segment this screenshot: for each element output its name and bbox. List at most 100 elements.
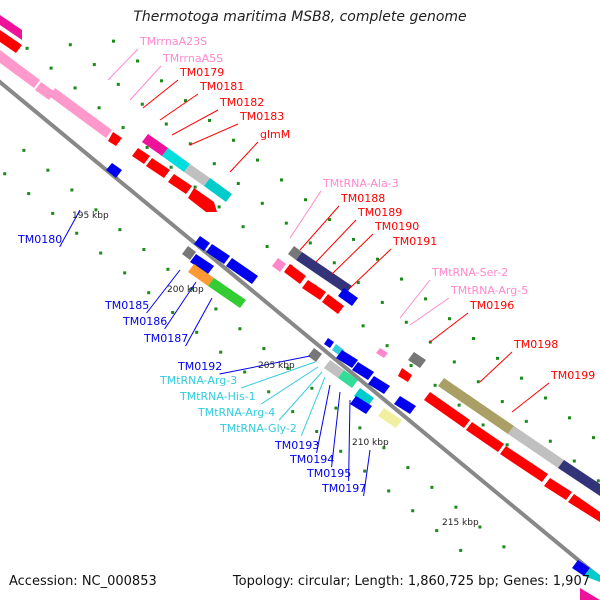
gene-label[interactable]: TM0189 xyxy=(357,206,402,219)
gene-label[interactable]: glmM xyxy=(260,128,290,141)
gene-label[interactable]: TM0183 xyxy=(239,110,284,123)
rrna-feature[interactable] xyxy=(0,30,22,53)
gene-block[interactable] xyxy=(142,134,168,156)
gene-arrow[interactable] xyxy=(146,158,170,178)
gene-arrow[interactable] xyxy=(338,288,358,306)
gene-label[interactable]: TM0192 xyxy=(177,360,222,373)
gene-block[interactable] xyxy=(324,360,344,378)
gene-arrow[interactable] xyxy=(336,350,358,368)
gene-block[interactable] xyxy=(204,178,232,202)
rrna-feature[interactable] xyxy=(0,15,22,40)
gene-block[interactable] xyxy=(182,246,196,260)
gene-arrow[interactable] xyxy=(188,188,217,212)
feature-cluster-rrna xyxy=(0,15,122,146)
gene-arrow[interactable] xyxy=(206,244,230,264)
tick-mark xyxy=(352,237,355,241)
gene-arrow[interactable] xyxy=(394,396,416,414)
gene-arrow[interactable] xyxy=(106,163,122,178)
gene-arrow[interactable] xyxy=(194,236,210,251)
gene-arrow[interactable] xyxy=(226,258,258,284)
gene-label[interactable]: TM0191 xyxy=(392,235,437,248)
gene-label[interactable]: TMtRNA-Arg-4 xyxy=(197,406,275,419)
gene-arrow[interactable] xyxy=(368,376,390,394)
gene-label[interactable]: TMrrnaA23S xyxy=(139,35,207,48)
gene-label[interactable]: TM0198 xyxy=(513,338,558,351)
gene-label[interactable]: TMtRNA-Ser-2 xyxy=(431,266,508,279)
gene-block[interactable] xyxy=(378,408,402,428)
gene-label[interactable]: TMtRNA-Ala-3 xyxy=(322,177,399,190)
tick-mark xyxy=(171,311,175,315)
rrna-feature[interactable] xyxy=(49,88,112,138)
gene-block[interactable] xyxy=(558,460,600,496)
gene-block[interactable] xyxy=(580,588,600,600)
gene-arrow[interactable] xyxy=(132,148,150,164)
gene-block[interactable] xyxy=(208,278,246,308)
gene-label[interactable]: TM0180 xyxy=(17,233,62,246)
gene-block[interactable] xyxy=(308,348,322,362)
gene-block[interactable] xyxy=(162,148,190,172)
gene-label[interactable]: TM0186 xyxy=(122,315,167,328)
gene-label[interactable]: TMtRNA-His-1 xyxy=(179,390,256,403)
gene-arrow[interactable] xyxy=(168,174,192,194)
gene-block[interactable] xyxy=(572,560,590,576)
gene-block[interactable] xyxy=(338,370,358,388)
gene-arrow[interactable] xyxy=(108,132,122,146)
callout-line xyxy=(429,312,469,343)
gene-block[interactable] xyxy=(408,352,426,368)
rrna-feature[interactable] xyxy=(0,50,40,88)
gene-block[interactable] xyxy=(296,252,352,294)
gene-arrow[interactable] xyxy=(272,258,286,272)
callout-line xyxy=(479,351,513,383)
callout-line xyxy=(159,93,199,121)
tick-mark xyxy=(166,267,170,271)
tick-mark xyxy=(572,459,576,463)
feature-cluster-tm0179 xyxy=(132,134,232,212)
gene-label[interactable]: TM0194 xyxy=(289,453,334,466)
rrna-feature[interactable] xyxy=(35,82,55,100)
gene-arrow[interactable] xyxy=(324,338,334,348)
gene-arrow[interactable] xyxy=(500,446,548,482)
gene-arrow[interactable] xyxy=(352,362,374,380)
gene-arrow[interactable] xyxy=(302,280,326,300)
tick-mark xyxy=(212,162,216,166)
gene-label[interactable]: TMtRNA-Gly-2 xyxy=(219,422,297,435)
gene-label[interactable]: TM0195 xyxy=(306,467,351,480)
gene-arrow[interactable] xyxy=(190,254,214,274)
gene-block[interactable] xyxy=(184,164,210,186)
accession-label: Accession: NC_000853 xyxy=(9,574,157,589)
gene-block[interactable] xyxy=(188,264,214,286)
gene-label[interactable]: TM0196 xyxy=(469,299,514,312)
gene-labels: TMrrnaA23STMrrnaA5STM0179TM0181TM0182TM0… xyxy=(17,35,595,495)
gene-block[interactable] xyxy=(288,246,302,260)
gene-arrow[interactable] xyxy=(466,422,504,452)
gene-label[interactable]: TM0187 xyxy=(143,332,188,345)
gene-label[interactable]: TM0190 xyxy=(374,220,419,233)
gene-label[interactable]: TM0179 xyxy=(179,66,224,79)
callout-line xyxy=(349,248,392,289)
gene-arrow[interactable] xyxy=(376,348,388,358)
gene-label[interactable]: TM0188 xyxy=(340,192,385,205)
gene-block[interactable] xyxy=(584,568,600,582)
gene-arrow[interactable] xyxy=(568,494,600,522)
gene-arrow[interactable] xyxy=(350,396,372,414)
gene-label[interactable]: TM0197 xyxy=(321,482,366,495)
gene-label[interactable]: TM0185 xyxy=(104,299,149,312)
gene-arrow[interactable] xyxy=(322,294,344,314)
gene-label[interactable]: TM0181 xyxy=(199,80,244,93)
gene-label[interactable]: TMrrnaA5S xyxy=(162,52,223,65)
gene-label[interactable]: TM0182 xyxy=(219,96,264,109)
gene-label[interactable]: TMtRNA-Arg-5 xyxy=(450,284,528,297)
gene-block[interactable] xyxy=(438,378,514,434)
gene-arrow[interactable] xyxy=(544,478,572,500)
gene-label[interactable]: TM0199 xyxy=(550,369,595,382)
tick-mark xyxy=(94,208,98,212)
gene-block[interactable] xyxy=(508,426,564,468)
gene-label[interactable]: TM0193 xyxy=(274,439,319,452)
tick-mark xyxy=(454,505,458,509)
gene-block[interactable] xyxy=(354,388,374,406)
gene-arrow[interactable] xyxy=(284,264,306,284)
gene-label[interactable]: TMtRNA-Arg-3 xyxy=(159,374,237,387)
gene-arrow[interactable] xyxy=(398,368,412,382)
tick-mark xyxy=(121,126,125,130)
gene-arrow[interactable] xyxy=(424,392,470,428)
